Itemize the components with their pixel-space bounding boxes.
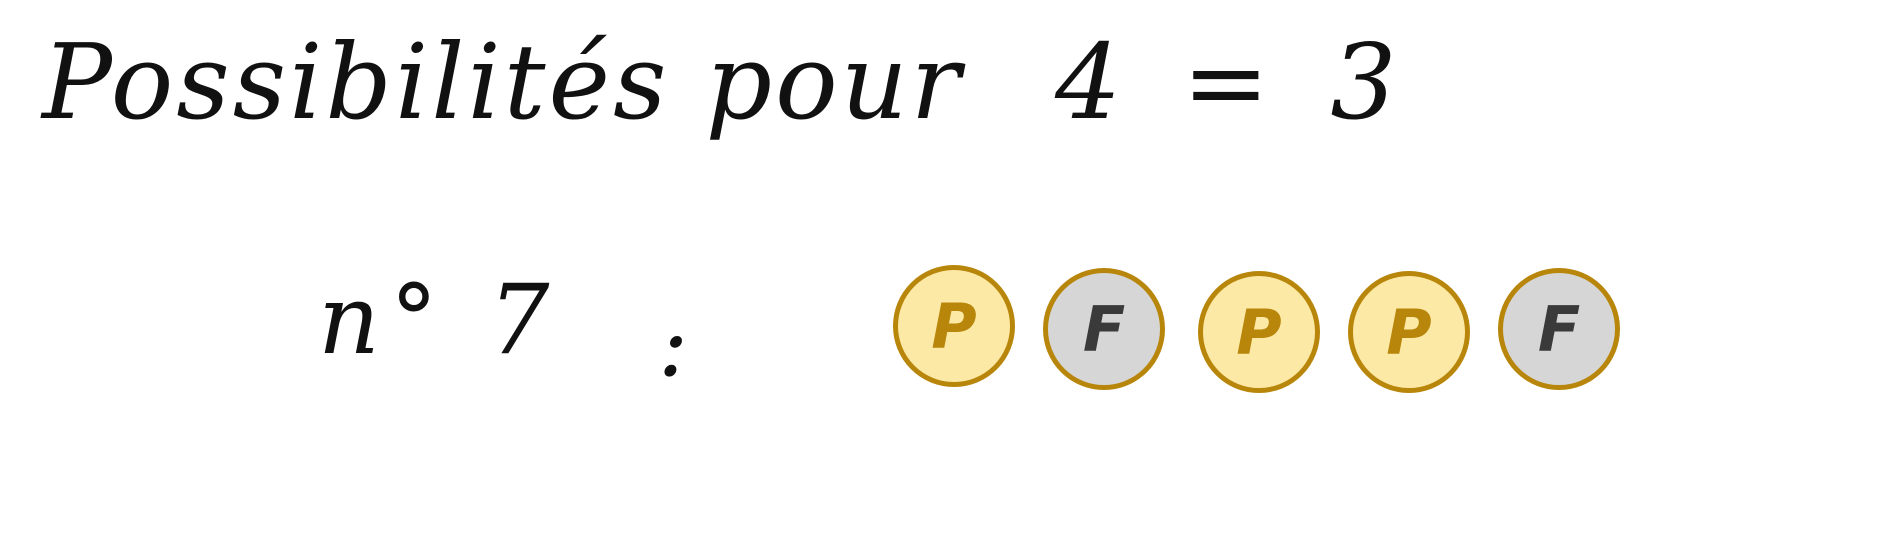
coin-2-letter: F [1082, 292, 1126, 366]
coin-2: F [1043, 268, 1165, 390]
coin-1: P [893, 265, 1015, 387]
possibility-colon: : [658, 292, 689, 397]
possibility-number-label: n° 7 [318, 264, 560, 376]
coin-3: P [1198, 271, 1320, 393]
coin-5: F [1498, 268, 1620, 390]
coin-3-letter: P [1236, 295, 1282, 369]
page-title: Possibilités pour [42, 21, 964, 143]
coin-4-letter: P [1386, 295, 1432, 369]
coin-5-letter: F [1537, 292, 1581, 366]
coin-4: P [1348, 271, 1470, 393]
title-equation: 4 = 3 [1055, 21, 1411, 143]
coin-sequence: P F P P F [893, 265, 1633, 393]
coin-1-letter: P [931, 289, 977, 363]
